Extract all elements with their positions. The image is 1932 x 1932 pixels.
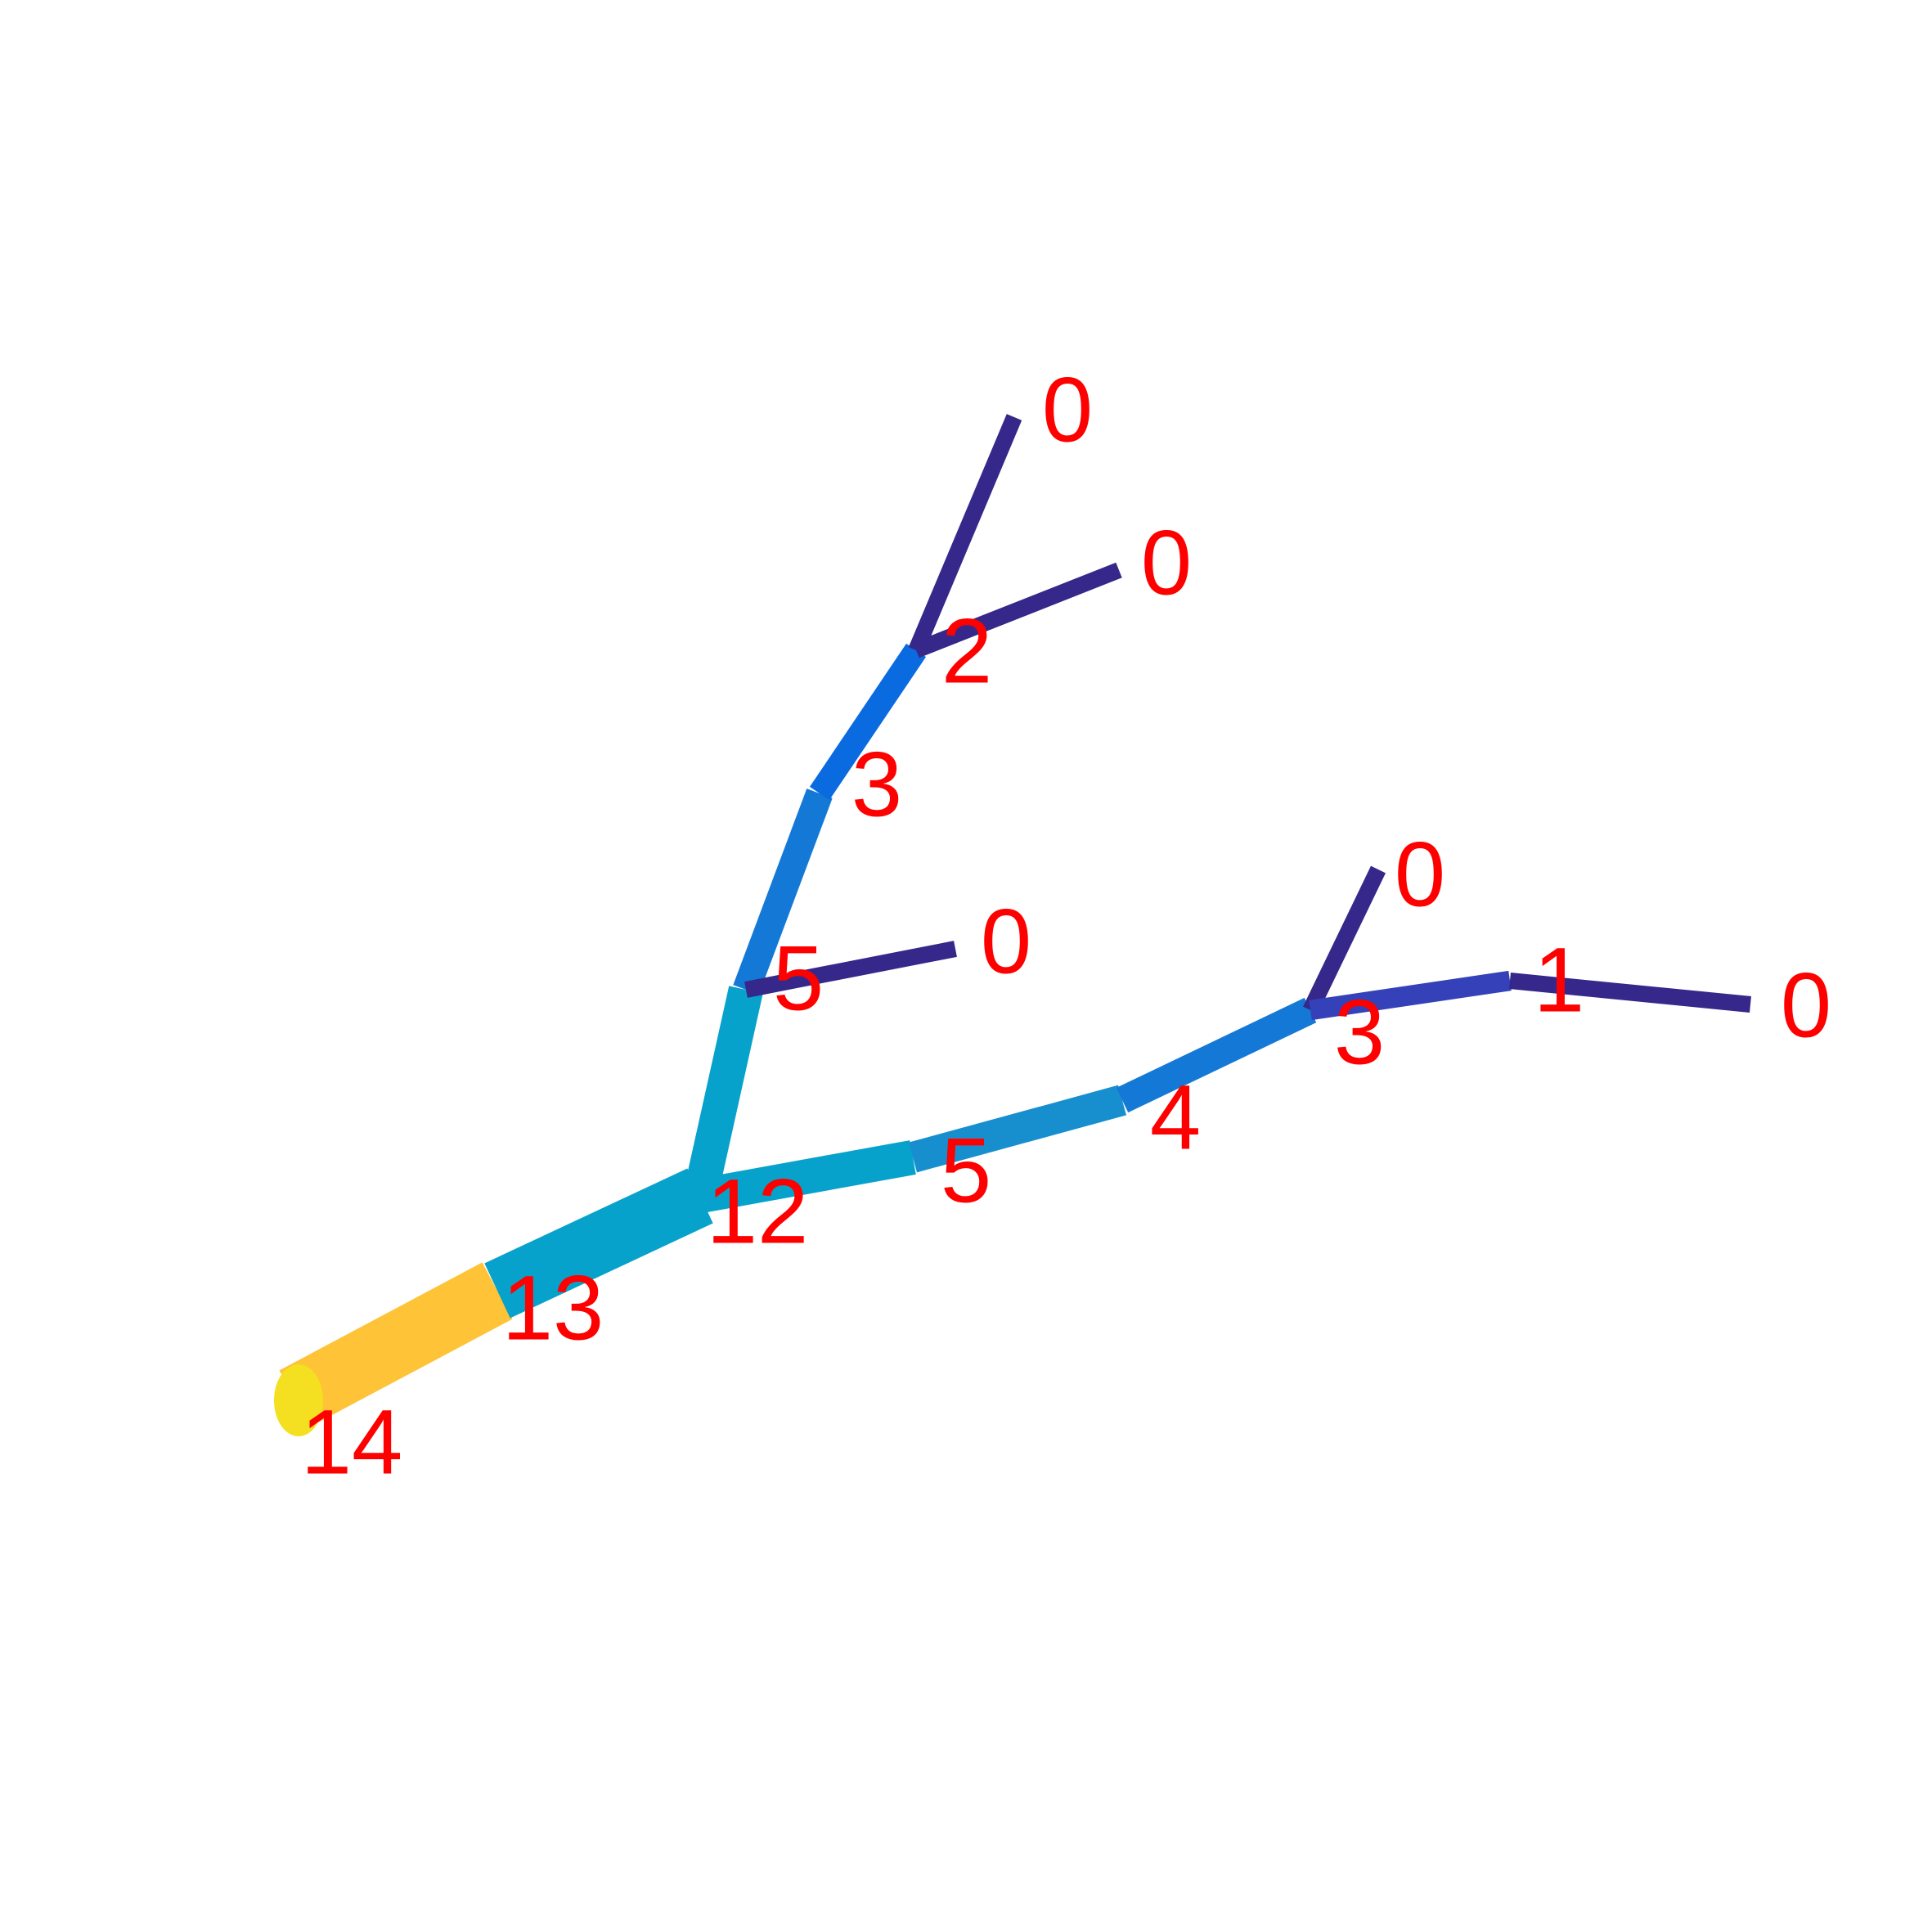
node-label-leafE: 0 bbox=[1781, 955, 1831, 1057]
node-label-n2: 2 bbox=[941, 600, 992, 703]
node-label-leafD: 0 bbox=[1395, 824, 1445, 926]
edge-layer bbox=[274, 414, 1751, 1436]
edge-n3b-leafD bbox=[1302, 865, 1386, 1014]
edge-n1-leafE bbox=[1509, 973, 1751, 1013]
node-label-root: 14 bbox=[301, 1391, 403, 1494]
edge-n2-leafB bbox=[913, 562, 1122, 658]
node-label-n5a: 5 bbox=[773, 928, 824, 1030]
edge-n5b-n4 bbox=[908, 1085, 1127, 1173]
node-label-n1: 1 bbox=[1534, 929, 1584, 1031]
edge-n3b-n1 bbox=[1309, 970, 1512, 1021]
node-label-leafB: 0 bbox=[1141, 512, 1192, 614]
root-cap bbox=[274, 1364, 323, 1436]
node-label-n4: 4 bbox=[1150, 1067, 1201, 1169]
node-label-n5b: 5 bbox=[941, 1120, 991, 1222]
edge-n13-n12 bbox=[484, 1168, 713, 1319]
node-label-n3a: 3 bbox=[851, 734, 902, 836]
node-label-leafC: 0 bbox=[981, 891, 1031, 993]
node-label-n12: 12 bbox=[707, 1161, 809, 1263]
edge-n5a-leafC bbox=[744, 941, 957, 998]
edge-n4-n3b bbox=[1116, 997, 1317, 1113]
edge-n2-leafA bbox=[908, 414, 1022, 654]
edge-n3a-n2 bbox=[809, 643, 927, 801]
edge-root-n13 bbox=[279, 1262, 513, 1427]
node-label-leafA: 0 bbox=[1042, 359, 1093, 461]
node-label-n3b: 3 bbox=[1334, 982, 1385, 1084]
node-label-n13: 13 bbox=[502, 1257, 604, 1359]
edge-n12-n5b bbox=[697, 1140, 916, 1213]
edge-n5a-n3a bbox=[733, 789, 833, 995]
edge-n12-n5a bbox=[683, 986, 763, 1200]
